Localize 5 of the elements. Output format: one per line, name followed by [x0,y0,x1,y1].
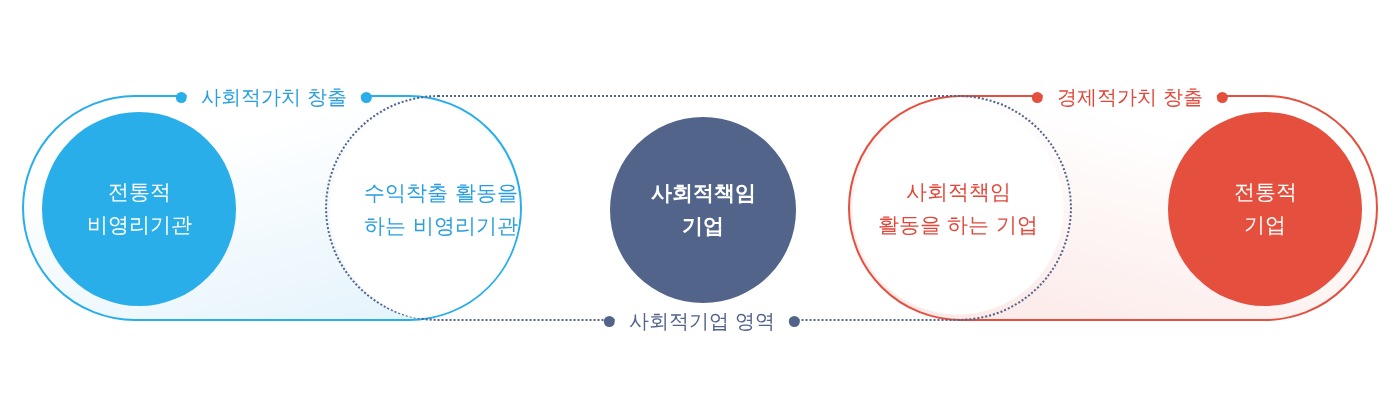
node-label: 전통적 비영리기관 [85,179,193,239]
node-label: 사회적책임 활동을 하는 기업 [876,178,1040,239]
node-label: 사회적책임 기업 [649,180,757,240]
node-label: 수익착출 활동을 하는 비영리기관 [363,180,519,240]
node-label: 전통적 기업 [1232,179,1298,239]
